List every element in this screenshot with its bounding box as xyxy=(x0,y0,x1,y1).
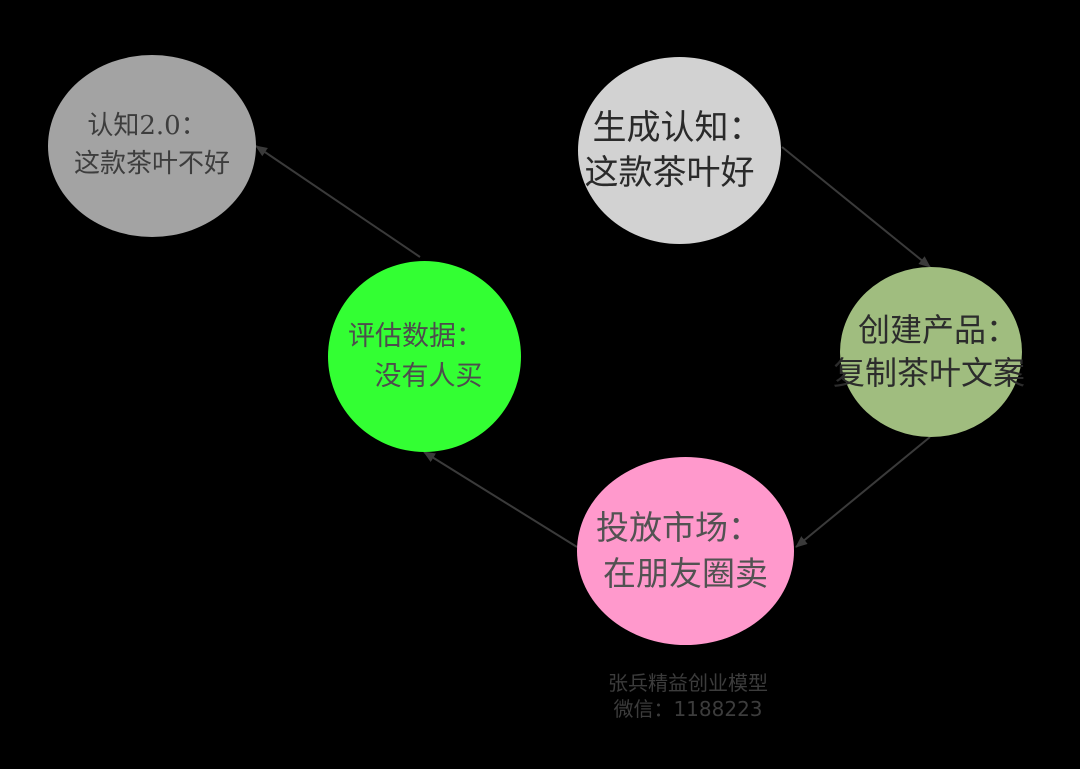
node-evaluate-data: 评估数据： 没有人买 xyxy=(328,261,521,452)
arrow-evaluate-to-cognition xyxy=(255,145,421,258)
node-create-product: 创建产品： 复制茶叶文案 xyxy=(833,267,1025,437)
node-cognition-2: 认知2.0： 这款茶叶不好 xyxy=(48,55,256,237)
arrow-launch-to-evaluate xyxy=(423,451,578,548)
node-create-product-title: 创建产品： xyxy=(857,310,1018,349)
node-cognition-2-text: 这款茶叶不好 xyxy=(73,149,230,179)
watermark: 张兵精益创业模型 微信：1188223 xyxy=(588,671,788,722)
watermark-wechat: 微信：1188223 xyxy=(613,696,763,721)
node-cognition-2-title: 认知2.0： xyxy=(87,111,207,142)
node-generate-cognition-text: 这款茶叶好 xyxy=(584,152,755,193)
node-create-product-text: 复制茶叶文案 xyxy=(833,354,1026,392)
arrow-create-to-launch xyxy=(795,436,931,548)
watermark-model-name: 张兵精益创业模型 xyxy=(608,671,768,695)
node-evaluate-data-title: 评估数据： xyxy=(348,321,483,353)
node-launch-market-title: 投放市场： xyxy=(596,507,761,547)
arrow-generate-to-create xyxy=(781,146,931,268)
node-launch-market-text: 在朋友圈卖 xyxy=(603,554,768,593)
node-launch-market: 投放市场： 在朋友圈卖 xyxy=(577,457,794,645)
node-evaluate-data-text: 没有人买 xyxy=(374,360,483,392)
node-generate-cognition: 生成认知： 这款茶叶好 xyxy=(578,57,781,244)
node-generate-cognition-title: 生成认知： xyxy=(592,108,763,149)
